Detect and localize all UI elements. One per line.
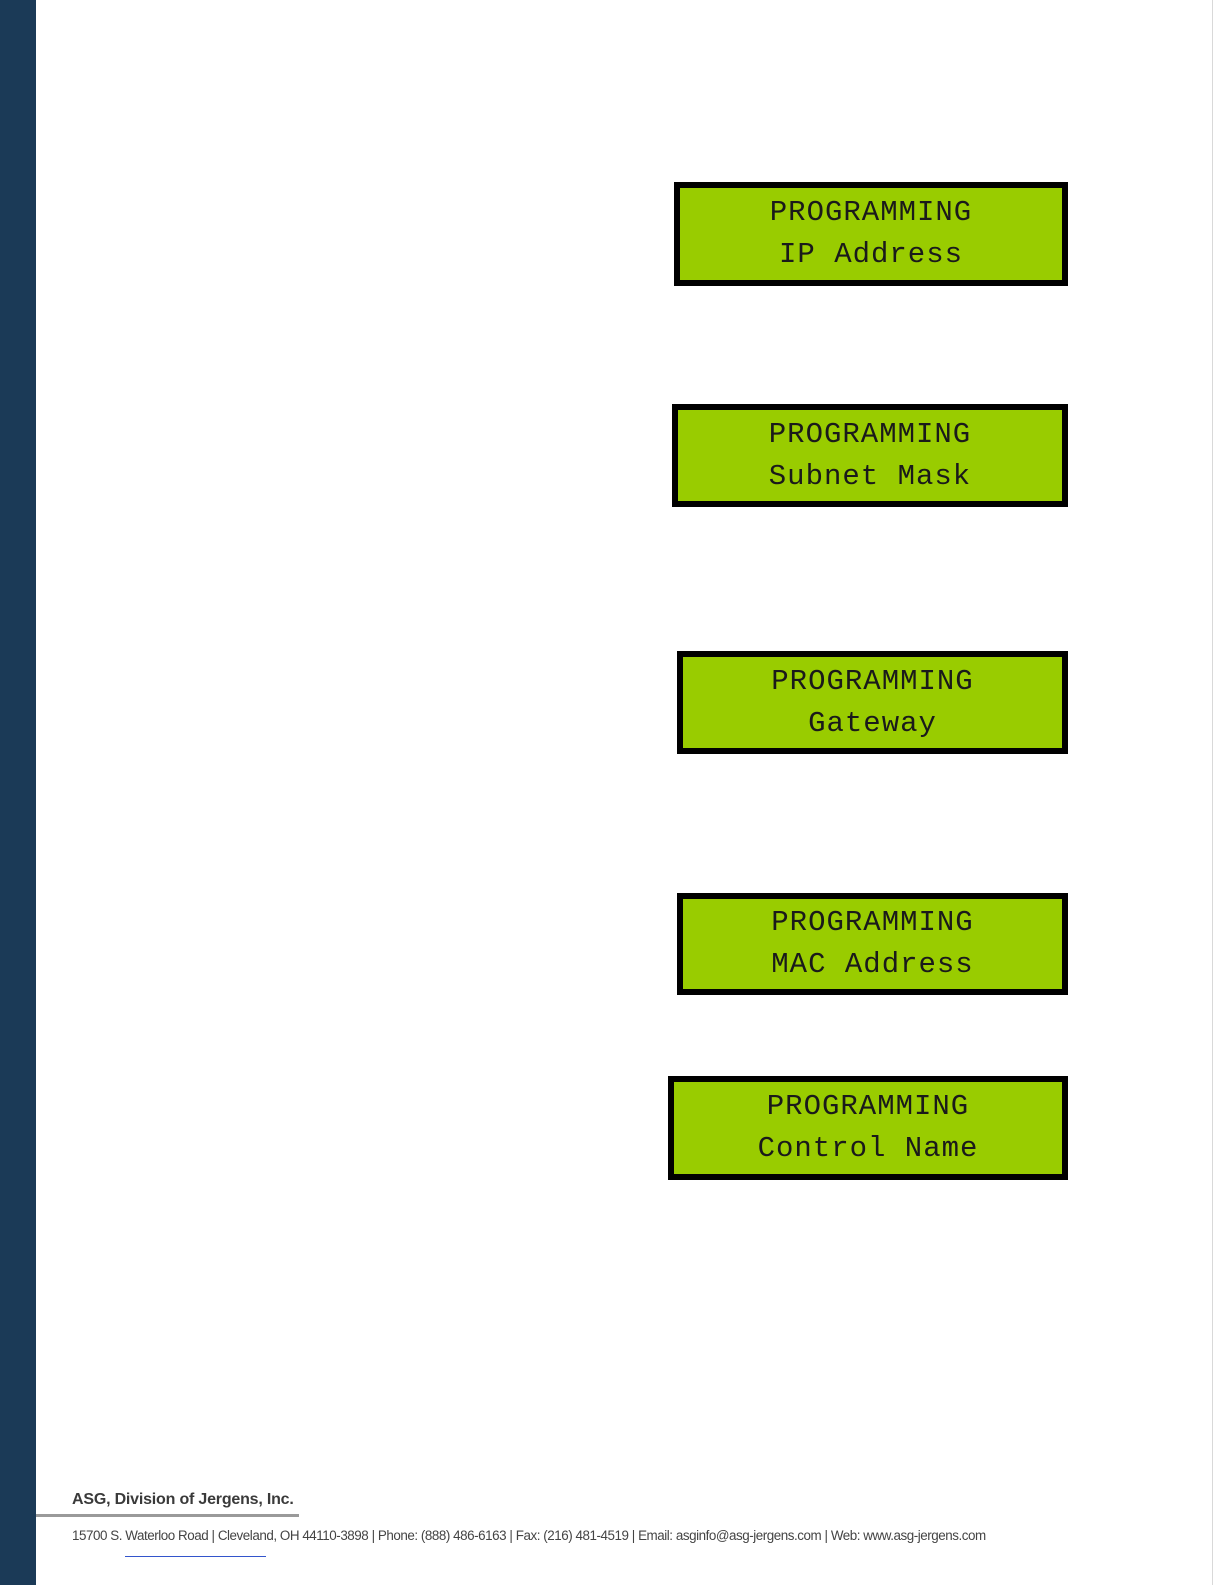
footer-link-underline (125, 1556, 266, 1557)
lcd-line-2: IP Address (778, 238, 964, 271)
lcd-display-ip-address: PROGRAMMING IP Address (674, 182, 1068, 286)
lcd-display-subnet-mask: PROGRAMMING Subnet Mask (672, 404, 1068, 507)
lcd-line-2: Gateway (808, 706, 937, 740)
left-sidebar-band (0, 0, 36, 1585)
lcd-display-control-name: PROGRAMMING Control Name (668, 1076, 1068, 1180)
lcd-line-1: PROGRAMMING (769, 196, 973, 229)
lcd-line-2: Control Name (757, 1132, 979, 1165)
lcd-line-1: PROGRAMMING (766, 1090, 970, 1123)
lcd-line-1: PROGRAMMING (771, 906, 974, 939)
right-page-edge (1212, 0, 1225, 1585)
lcd-line-2: Subnet Mask (768, 459, 972, 493)
footer-company-name: ASG, Division of Jergens, Inc. (72, 1491, 294, 1508)
lcd-line-2: MAC Address (771, 948, 974, 981)
footer-divider (36, 1514, 299, 1517)
lcd-line-1: PROGRAMMING (768, 417, 972, 451)
lcd-display-mac-address: PROGRAMMING MAC Address (677, 893, 1068, 995)
lcd-display-gateway: PROGRAMMING Gateway (677, 651, 1068, 754)
lcd-line-1: PROGRAMMING (771, 664, 974, 698)
footer-contact-line: 15700 S. Waterloo Road | Cleveland, OH 4… (72, 1528, 986, 1543)
